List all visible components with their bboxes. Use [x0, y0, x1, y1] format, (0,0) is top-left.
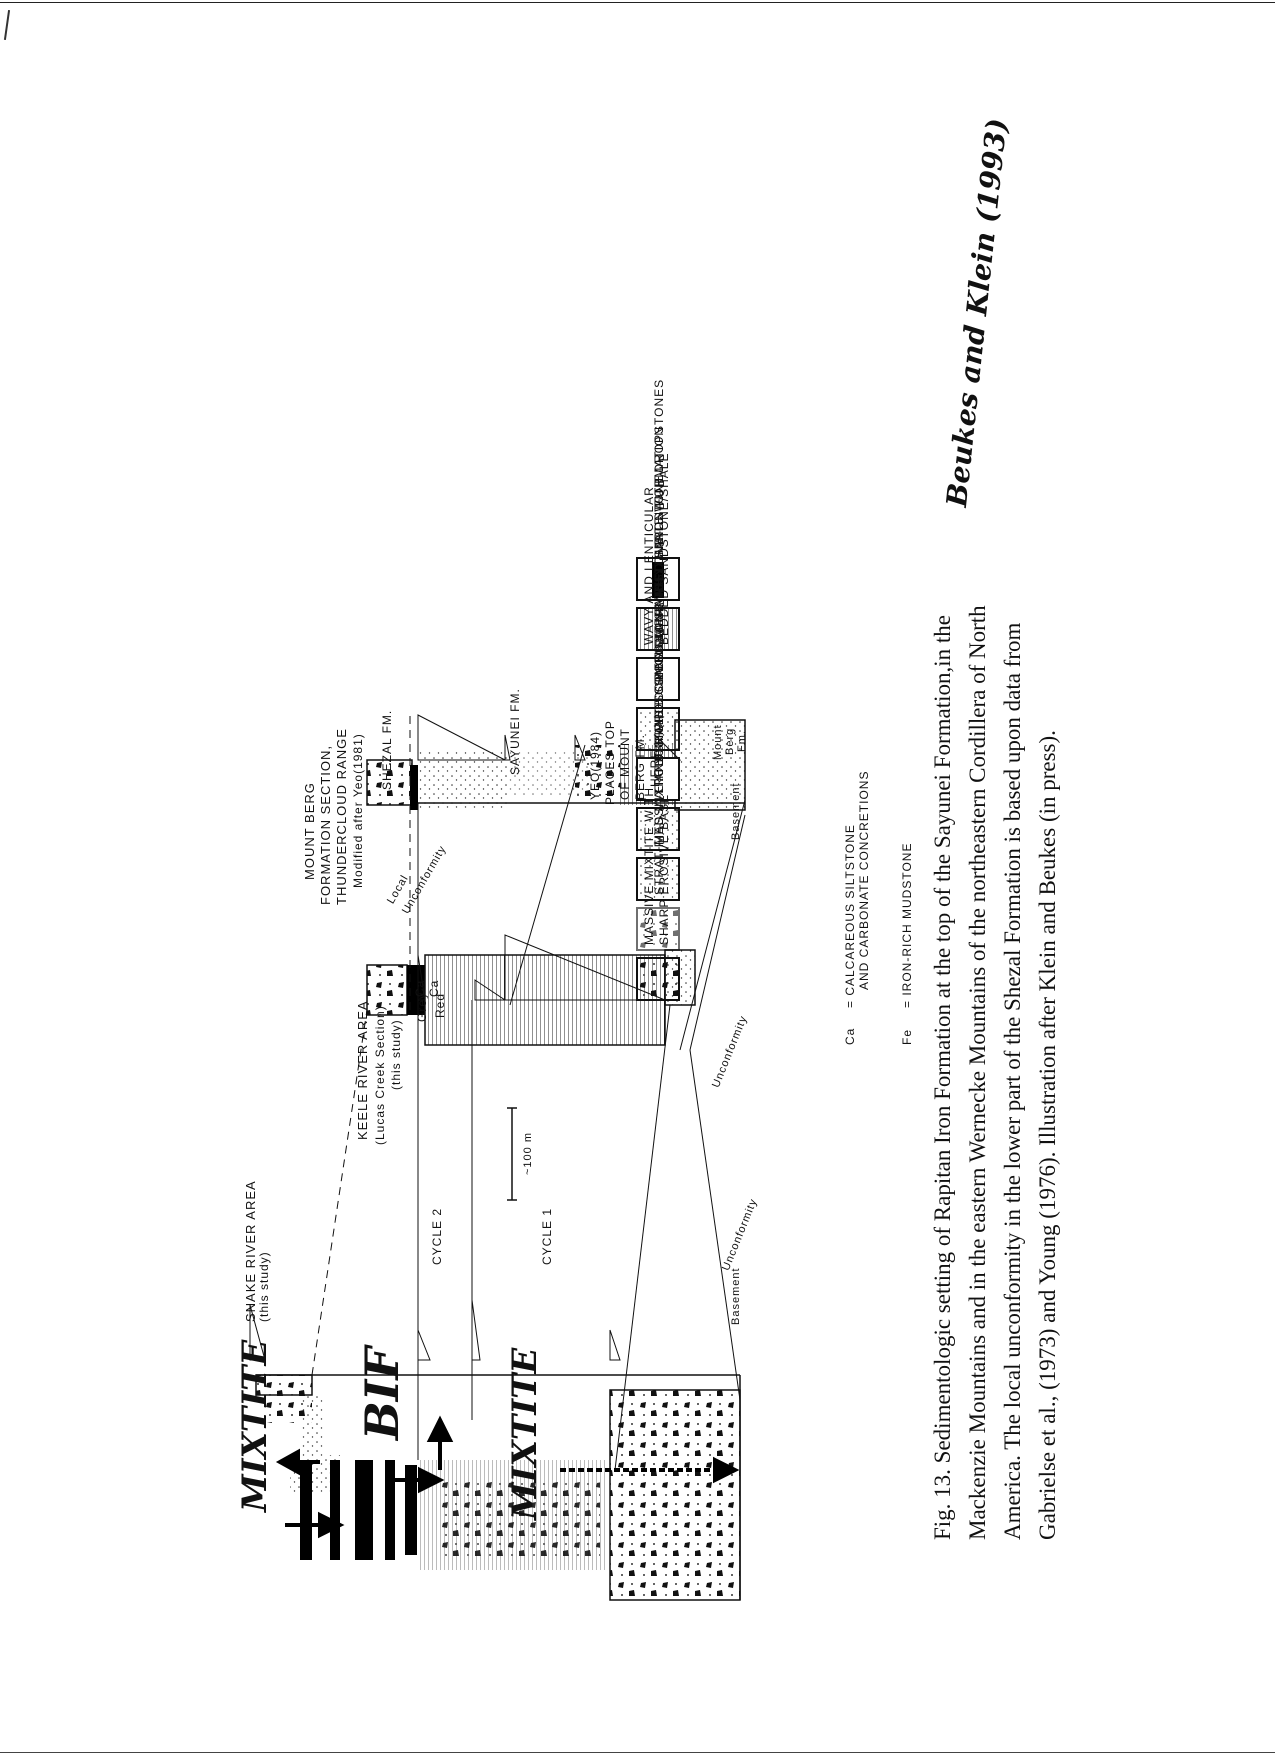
mount-berg-column	[366, 719, 746, 811]
scale-bar	[507, 1107, 517, 1201]
mount-berg-line3: THUNDERCLOUD RANGE	[334, 728, 349, 905]
yeo-label-2: PLACES TOP	[603, 720, 617, 805]
correlation-lines	[417, 744, 746, 1471]
mount-berg-basement: Basement	[730, 782, 742, 840]
mount-berg-fm-label-2: Berg	[724, 727, 736, 755]
mount-berg-fm-label-1: Mount	[712, 724, 724, 760]
legend-ca-symbol: Ca	[843, 1027, 857, 1045]
handwritten-bif: BIF	[355, 1346, 409, 1440]
mount-berg-line2: FORMATION SECTION,	[318, 744, 333, 905]
mount-berg-fm-label-3: Fm.	[736, 730, 748, 752]
yeo-label-3: OF MOUNT	[618, 728, 632, 800]
mount-berg-line1: MOUNT BERG	[302, 782, 317, 880]
cycle-1-label: CYCLE 1	[540, 1207, 554, 1265]
legend-fe-text: = IRON-RICH MUDSTONE	[900, 842, 914, 1008]
snake-river-iron-formation	[300, 1460, 417, 1560]
sayunei-label: SAYUNEI FM.	[508, 688, 522, 775]
legend-swatches	[636, 557, 680, 1001]
legend-label-iron-formation: IRON-FORMATION	[652, 425, 666, 545]
keele-river-line2: (Lucas Creek Section)	[373, 1005, 387, 1145]
handwritten-mixtite-bottom: MIXTITE	[505, 1347, 545, 1520]
legend-ca-text-2: AND CARBONATE CONCRETIONS	[857, 770, 871, 990]
legend-fe-symbol: Fe	[900, 1028, 914, 1045]
scale-label: ~100 m	[522, 1132, 534, 1175]
snake-river-basement: Basement	[730, 1267, 742, 1325]
keele-river-line3: (this study)	[389, 1019, 403, 1090]
keele-river-title: KEELE RIVER AREA	[355, 1000, 370, 1140]
page-top-border	[0, 2, 1275, 3]
snake-river-column	[255, 1374, 741, 1601]
yeo-label-1: YEO(1984)	[588, 730, 602, 800]
handwritten-mixtite-top: MIXTITE	[235, 1339, 275, 1512]
handwritten-arrows	[275, 1415, 740, 1539]
keele-ca-label-2: Ca	[427, 979, 441, 997]
legend-ca-text-1: = CALCAREOUS SILTSTONE	[843, 824, 857, 1008]
mount-berg-line4: Modified after Yeo(1981)	[351, 733, 365, 888]
caption-line-4: Gabrielse et al., (1973) and Young (1976…	[1035, 730, 1060, 1540]
shezal-label: SHEZAL FM.	[380, 709, 394, 790]
cycle-2-label: CYCLE 2	[430, 1207, 444, 1265]
page-bottom-border	[0, 1752, 1275, 1753]
caption-line-2: Mackenzie Mountains and in the eastern W…	[965, 605, 990, 1540]
snake-river-subtitle: (this study)	[257, 1251, 271, 1322]
caption-line-1: Fig. 13. Sedimentologic setting of Rapit…	[930, 615, 955, 1540]
caption-line-3: America. The local unconformity in the l…	[1000, 622, 1025, 1540]
dashed-correlation-lines	[255, 715, 411, 1400]
keele-ca-label-1: Ca	[413, 979, 427, 997]
snake-river-title: SNAKE RIVER AREA	[243, 1180, 258, 1322]
